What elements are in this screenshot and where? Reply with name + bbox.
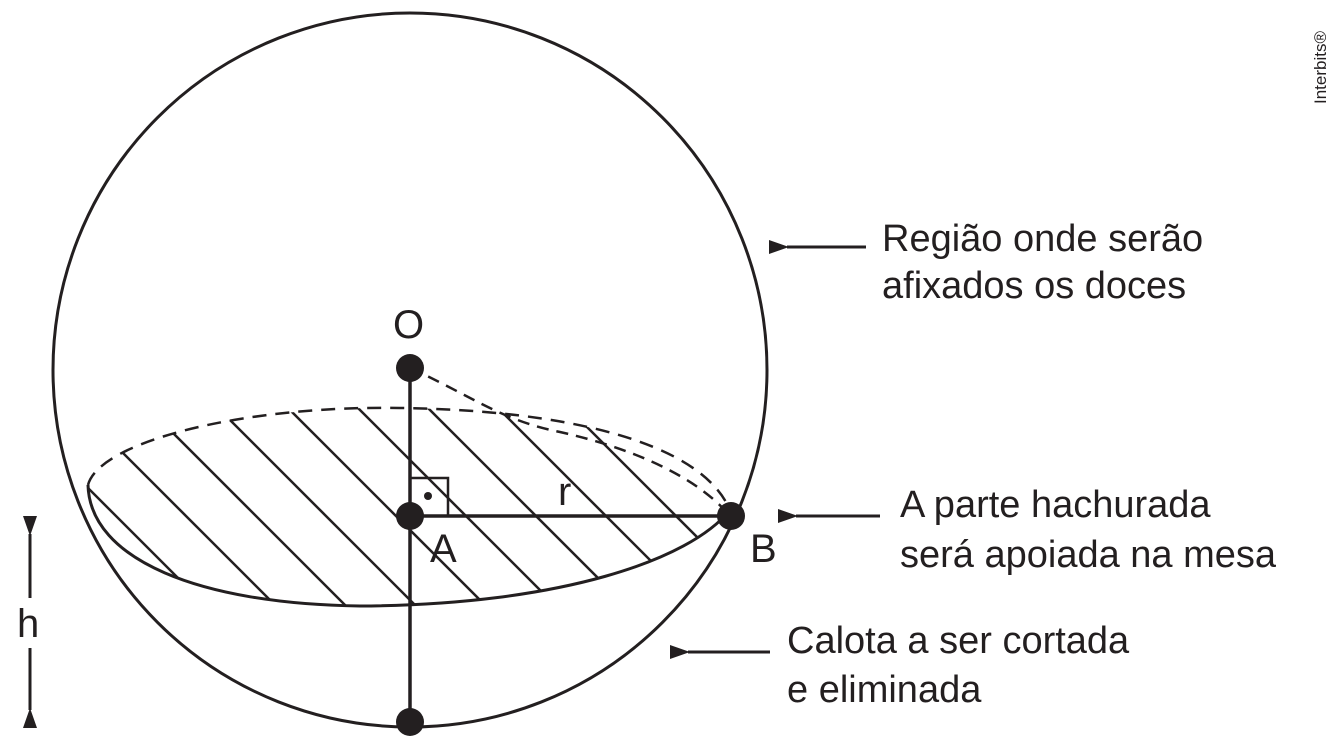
point-b — [717, 502, 745, 530]
label-a: A — [430, 527, 457, 571]
cut-back-edge — [86, 406, 732, 511]
point-bottom — [396, 708, 424, 736]
point-o — [396, 354, 424, 382]
point-a — [396, 502, 424, 530]
label-o: O — [393, 303, 424, 347]
label-r: r — [558, 470, 571, 514]
hatched-text-line1: A parte hachurada — [900, 484, 1211, 526]
credit-text: Interbits® — [1311, 31, 1330, 104]
region-text-line2: afixados os doces — [882, 265, 1186, 307]
cut-front-edge — [86, 484, 732, 608]
label-h: h — [17, 602, 39, 646]
region-text-line1: Região onde serão — [882, 218, 1203, 260]
label-b: B — [750, 527, 777, 571]
cap-text-line2: e eliminada — [787, 669, 982, 711]
cap-text-line1: Calota a ser cortada — [787, 620, 1130, 662]
slant-dashed-line — [409, 366, 731, 517]
right-angle-marker — [410, 476, 450, 516]
hatched-text-line2: será apoiada na mesa — [900, 534, 1277, 576]
